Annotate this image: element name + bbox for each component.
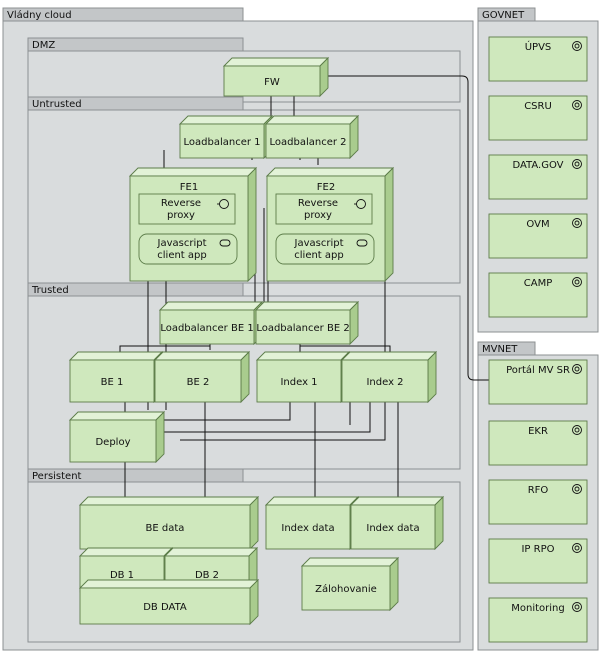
service-label-camp: CAMP — [524, 278, 552, 289]
node-fw[interactable]: FW — [222, 56, 330, 98]
node-label-zaloh: Zálohovanie — [315, 583, 377, 595]
node-label-lbbe1: Loadbalancer BE 1 — [160, 323, 253, 334]
node-label-be2: BE 2 — [187, 377, 210, 388]
node-label-bedata: BE data — [146, 523, 185, 534]
node-bedata[interactable]: BE data — [78, 495, 260, 551]
node-lbbe2[interactable]: Loadbalancer BE 2 — [254, 300, 360, 346]
component-label-rp1: Reverse — [161, 198, 201, 209]
node-idxdata1[interactable]: Index data — [264, 495, 360, 551]
service-ovm[interactable]: OVM — [488, 213, 588, 259]
node-label-lbbe2: Loadbalancer BE 2 — [256, 323, 349, 334]
node-idx1[interactable]: Index 1 — [255, 350, 351, 404]
node-lb2[interactable]: Loadbalancer 2 — [264, 114, 360, 160]
node-label-idxdata2: Index data — [366, 523, 419, 534]
group-label-untrusted: Untrusted — [32, 99, 82, 110]
service-upvs[interactable]: ÚPVS — [488, 36, 588, 82]
node-be2[interactable]: BE 2 — [153, 350, 251, 404]
interface-icon — [572, 602, 582, 612]
node-zaloh[interactable]: Zálohovanie — [300, 556, 400, 612]
component-label-rp2: Reverse — [298, 198, 338, 209]
node-label-dbdata: DB DATA — [143, 602, 187, 613]
connector-line — [180, 273, 386, 441]
service-label-datagov: DATA.GOV — [512, 160, 563, 171]
node-idxdata2[interactable]: Index data — [349, 495, 445, 551]
node-label-deploy: Deploy — [95, 437, 130, 448]
group-label-mvnet: MVNET — [482, 344, 518, 355]
node-dbdata[interactable]: DB DATA — [78, 578, 260, 626]
node-label-db2: DB 2 — [195, 570, 219, 581]
interface-icon — [354, 199, 366, 209]
service-label-csru: CSRU — [524, 101, 552, 112]
node-label-idx2: Index 2 — [366, 377, 403, 388]
service-icon — [219, 239, 231, 247]
interface-icon — [572, 364, 582, 374]
component-label-rp2: proxy — [304, 210, 332, 221]
group-label-govnet: GOVNET — [482, 10, 525, 21]
service-label-upvs: ÚPVS — [525, 40, 552, 53]
interface-icon — [572, 100, 582, 110]
group-label-vladny: Vládny cloud — [7, 9, 72, 21]
connector-line — [320, 75, 490, 381]
service-label-iprpo: IP RPO — [521, 544, 554, 555]
node-label-idxdata1: Index data — [281, 523, 334, 534]
service-datagov[interactable]: DATA.GOV — [488, 154, 588, 200]
service-label-rfo: RFO — [528, 485, 549, 496]
interface-icon — [572, 159, 582, 169]
interface-icon — [572, 218, 582, 228]
node-lbbe1[interactable]: Loadbalancer BE 1 — [158, 300, 264, 346]
node-be1[interactable]: BE 1 — [68, 350, 164, 404]
service-portal[interactable]: Portál MV SR — [488, 359, 588, 405]
service-camp[interactable]: CAMP — [488, 272, 588, 318]
group-label-trusted: Trusted — [31, 285, 69, 296]
node-lb1[interactable]: Loadbalancer 1 — [178, 114, 274, 160]
node-label-db1: DB 1 — [110, 570, 134, 581]
interface-icon — [572, 41, 582, 51]
component-label-rp1: proxy — [167, 210, 195, 221]
app-label-js2: Javascript — [294, 238, 344, 249]
node-label-fe2: FE2 — [317, 182, 335, 193]
node-label-fw: FW — [264, 77, 280, 88]
app-label-js1: client app — [157, 250, 206, 261]
node-deploy[interactable]: Deploy — [68, 410, 166, 464]
node-idx2[interactable]: Index 2 — [340, 350, 438, 404]
service-label-portal: Portál MV SR — [506, 364, 570, 376]
interface-icon — [572, 425, 582, 435]
node-label-lb1: Loadbalancer 1 — [183, 137, 260, 148]
group-label-dmz: DMZ — [32, 40, 55, 51]
app-label-js2: client app — [294, 250, 343, 261]
interface-icon — [572, 484, 582, 494]
service-iprpo[interactable]: IP RPO — [488, 538, 588, 584]
connector-line — [160, 395, 371, 433]
service-monitoring[interactable]: Monitoring — [488, 597, 588, 643]
service-rfo[interactable]: RFO — [488, 479, 588, 525]
node-label-idx1: Index 1 — [280, 377, 317, 388]
interface-icon — [572, 277, 582, 287]
app-label-js1: Javascript — [157, 238, 207, 249]
service-label-ekr: EKR — [528, 426, 548, 437]
service-csru[interactable]: CSRU — [488, 95, 588, 141]
connector-line — [160, 395, 291, 421]
node-label-be1: BE 1 — [101, 377, 124, 388]
interface-icon — [572, 543, 582, 553]
service-ekr[interactable]: EKR — [488, 420, 588, 466]
service-label-monitoring: Monitoring — [511, 603, 564, 614]
node-label-lb2: Loadbalancer 2 — [269, 137, 346, 148]
group-label-persistent: Persistent — [32, 471, 82, 482]
service-icon — [356, 239, 368, 247]
node-label-fe1: FE1 — [180, 182, 198, 193]
service-label-ovm: OVM — [526, 219, 549, 230]
interface-icon — [217, 199, 229, 209]
